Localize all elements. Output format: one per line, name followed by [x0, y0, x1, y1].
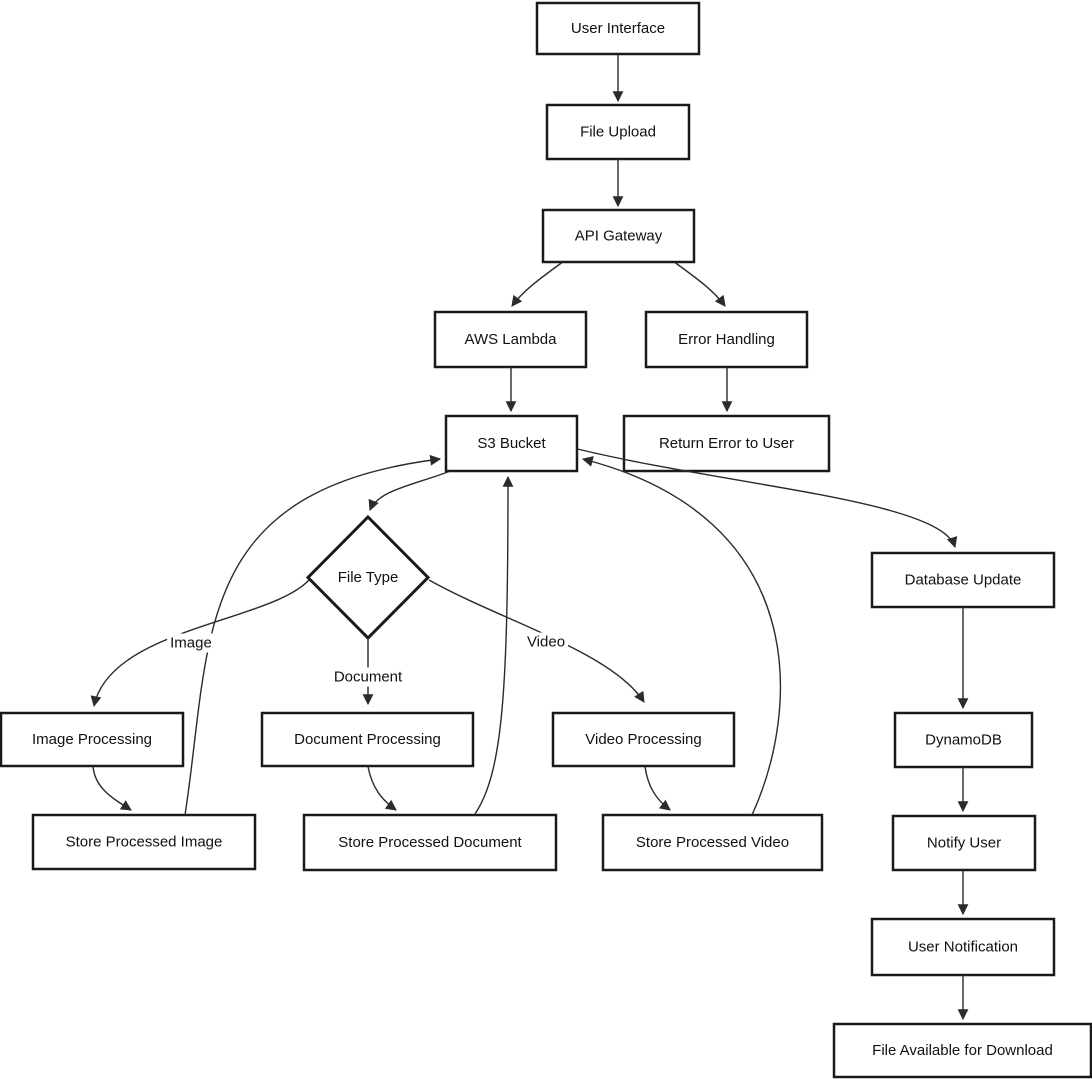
node-label-notify-user: Notify User: [927, 835, 1001, 852]
edge-api-gateway-to-aws-lambda: [511, 261, 563, 307]
edge-label-background: [167, 633, 215, 653]
node-label-file-available-for-download: File Available for Download: [872, 1042, 1053, 1059]
node-error-handling: [644, 310, 809, 369]
edge-file-type-to-image-processing: [90, 579, 310, 708]
node-return-error-to-user: [622, 414, 831, 473]
node-file-type: [305, 514, 431, 641]
node-dynamodb: [893, 711, 1034, 769]
node-aws-lambda: [433, 310, 588, 369]
node-label-s3-bucket: S3 Bucket: [477, 435, 546, 452]
edge-label-image: Image: [170, 635, 212, 652]
edge-video-processing-to-store-processed-video: [644, 766, 671, 811]
edge-document-processing-to-store-processed-document: [367, 766, 397, 811]
node-api-gateway: [541, 208, 696, 264]
node-user-interface: [535, 1, 701, 56]
edge-label-video: Video: [527, 634, 565, 651]
node-store-processed-document: [302, 813, 558, 872]
edge-label-background: [523, 632, 569, 652]
edge-s3-bucket-to-database-update: [577, 448, 958, 549]
node-label-dynamodb: DynamoDB: [925, 732, 1002, 749]
node-file-upload: [545, 103, 691, 161]
node-label-file-upload: File Upload: [580, 124, 656, 141]
node-label-store-processed-document: Store Processed Document: [338, 834, 522, 851]
edge-store-processed-image-to-s3-bucket: [184, 454, 442, 816]
node-label-user-interface: User Interface: [571, 20, 665, 37]
edge-store-processed-document-to-s3-bucket: [474, 475, 514, 815]
node-label-return-error-to-user: Return Error to User: [659, 435, 794, 452]
node-label-user-notification: User Notification: [908, 939, 1018, 956]
edge-label-background: [330, 667, 407, 687]
node-label-file-type: File Type: [338, 569, 399, 586]
node-user-notification: [870, 917, 1056, 977]
edge-api-gateway-to-error-handling: [674, 261, 726, 307]
node-store-processed-image: [31, 813, 257, 871]
node-file-available-for-download: [832, 1022, 1092, 1079]
node-label-video-processing: Video Processing: [585, 731, 701, 748]
node-store-processed-video: [601, 813, 824, 872]
node-s3-bucket: [444, 414, 579, 473]
edge-store-processed-video-to-s3-bucket: [581, 456, 782, 816]
node-label-store-processed-image: Store Processed Image: [66, 834, 223, 851]
node-label-image-processing: Image Processing: [32, 731, 152, 748]
edge-label-document: Document: [334, 669, 403, 686]
node-label-api-gateway: API Gateway: [575, 228, 663, 245]
node-document-processing: [260, 711, 475, 768]
edges-layer: [90, 54, 969, 1021]
node-label-error-handling: Error Handling: [678, 331, 775, 348]
node-database-update: [870, 551, 1056, 609]
edge-s3-bucket-to-file-type: [368, 470, 450, 512]
node-label-store-processed-video: Store Processed Video: [636, 834, 789, 851]
node-video-processing: [551, 711, 736, 768]
node-image-processing: [0, 711, 185, 768]
edge-image-processing-to-store-processed-image: [92, 766, 132, 811]
node-label-aws-lambda: AWS Lambda: [465, 331, 558, 348]
node-notify-user: [891, 814, 1037, 872]
node-label-database-update: Database Update: [905, 572, 1022, 589]
node-label-document-processing: Document Processing: [294, 731, 441, 748]
